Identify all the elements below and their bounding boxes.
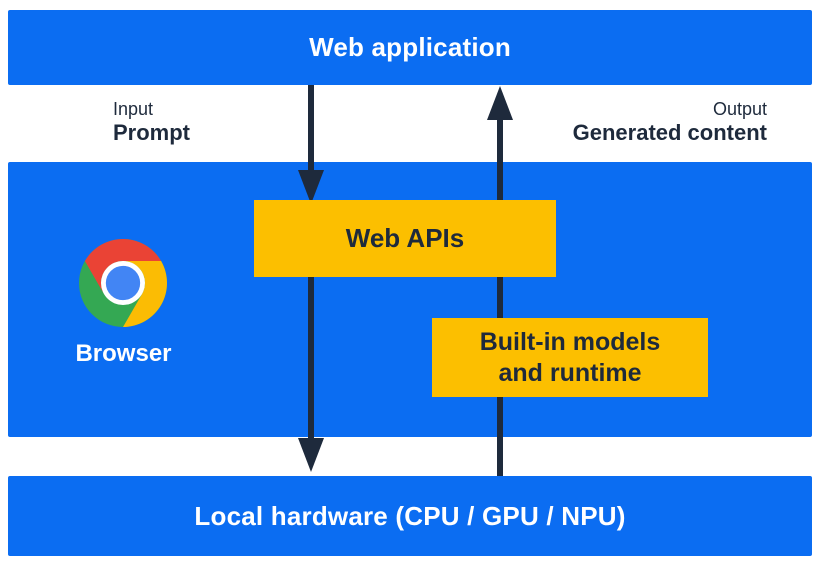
output-caption: Output: [712, 99, 767, 119]
output-arrow-head-icon: [487, 86, 513, 120]
web-apis-label: Web APIs: [345, 223, 465, 253]
output-value-label: Generated content: [572, 120, 767, 145]
prompt-arrow-upper-head-icon: [298, 170, 324, 204]
builtin-models-label-line2: and runtime: [498, 358, 642, 387]
browser-label: Browser: [75, 340, 172, 367]
output-arrow-line: [497, 120, 503, 476]
builtin-models-box: Built-in models and runtime: [432, 318, 708, 397]
web-application-label: Web application: [309, 32, 511, 62]
input-value-label: Prompt: [113, 120, 190, 145]
local-hardware-banner: Local hardware (CPU / GPU / NPU): [8, 476, 812, 556]
prompt-arrow-lower-line: [308, 277, 314, 440]
web-application-banner: Web application: [8, 10, 812, 85]
web-apis-box: Web APIs: [254, 200, 556, 277]
local-hardware-label: Local hardware (CPU / GPU / NPU): [194, 500, 626, 531]
chrome-logo-icon: [79, 239, 167, 327]
input-caption: Input: [113, 99, 154, 119]
prompt-arrow-lower-head-icon: [298, 438, 324, 472]
prompt-arrow-upper-line: [308, 85, 314, 173]
builtin-models-label-line1: Built-in models: [479, 327, 661, 356]
